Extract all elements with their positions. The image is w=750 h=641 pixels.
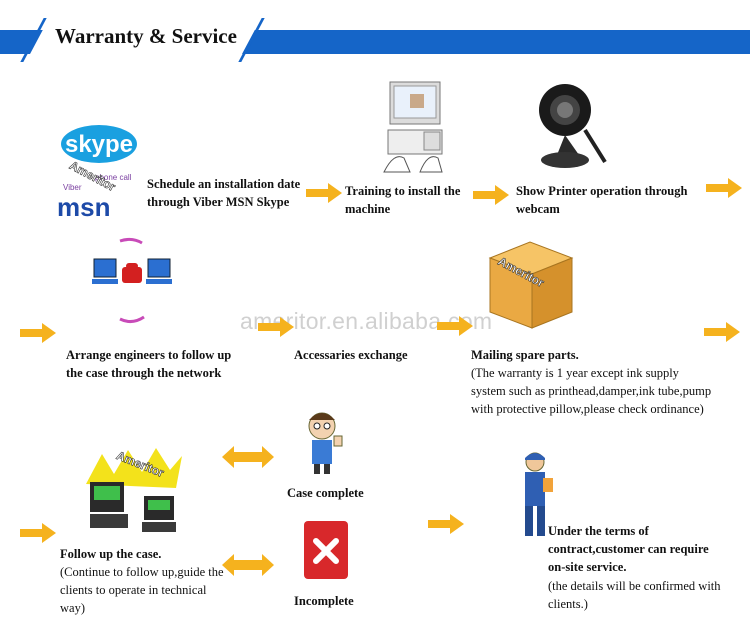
thumbs-up-person-icon: [308, 412, 343, 474]
arrow-right-icon: [704, 322, 740, 342]
step-mailing-note: (The warranty is 1 year except ink suppl…: [471, 366, 712, 416]
cardboard-box-icon: Ameritor: [488, 241, 574, 329]
step-training: Training to install the machine: [345, 184, 461, 216]
skype-text: skype: [65, 131, 133, 158]
double-arrow-icon: [222, 554, 274, 576]
close-x-icon: [304, 521, 348, 579]
case-complete-label: Case complete: [287, 486, 364, 500]
viber-text: Viber: [63, 183, 82, 192]
arrow-right-icon: [428, 514, 464, 534]
step-arrange: Arrange engineers to follow up the case …: [66, 348, 232, 380]
double-arrow-icon: [222, 446, 274, 468]
follow-up-computers: Ameritor: [84, 444, 184, 536]
webcam-device: [535, 80, 610, 175]
mailing-box: Ameritor: [480, 236, 580, 332]
network-engineers: [92, 237, 174, 325]
step-accessories: Accessaries exchange: [294, 348, 408, 362]
step-contract-note: (the details will be confirmed with clie…: [548, 579, 721, 611]
incomplete-label: Incomplete: [294, 594, 354, 608]
arrow-right-icon: [20, 323, 56, 343]
step-webcam: Show Printer operation through webcam: [516, 184, 688, 216]
arrow-right-icon: [437, 316, 473, 336]
arrow-right-icon: [306, 183, 342, 203]
webcam-icon: [539, 84, 607, 168]
step-contract-title: Under the terms of contract,customer can…: [548, 524, 709, 574]
page-title: Warranty & Service: [55, 24, 237, 48]
step-follow-title: Follow up the case.: [60, 547, 162, 561]
incomplete-badge: [302, 519, 350, 581]
arrow-right-icon: [706, 178, 742, 198]
arrow-right-icon: [473, 185, 509, 205]
step-mailing-title: Mailing spare parts.: [471, 348, 579, 362]
arrow-right-icon: [258, 317, 294, 337]
step-schedule: Schedule an installation date through Vi…: [147, 177, 301, 209]
step-follow-note: (Continue to follow up,guide the clients…: [60, 565, 224, 615]
network-phone-icon: [92, 237, 172, 324]
msn-text: msn: [57, 192, 110, 222]
skype-msn-logo-icon: skype phone call Viber msn Ameritor: [57, 125, 137, 222]
computer-typing-icon: [383, 81, 443, 173]
messenger-logos: skype phone call Viber msn Ameritor: [55, 122, 145, 222]
training-computer: [380, 80, 450, 175]
phone-call-text: phone call: [95, 173, 132, 182]
arrow-right-icon: [20, 523, 56, 543]
technician-figure: [515, 450, 555, 542]
service-technician-icon: [525, 452, 553, 536]
computers-lightning-icon: Ameritor: [86, 448, 182, 532]
case-complete-figure: [300, 410, 350, 476]
